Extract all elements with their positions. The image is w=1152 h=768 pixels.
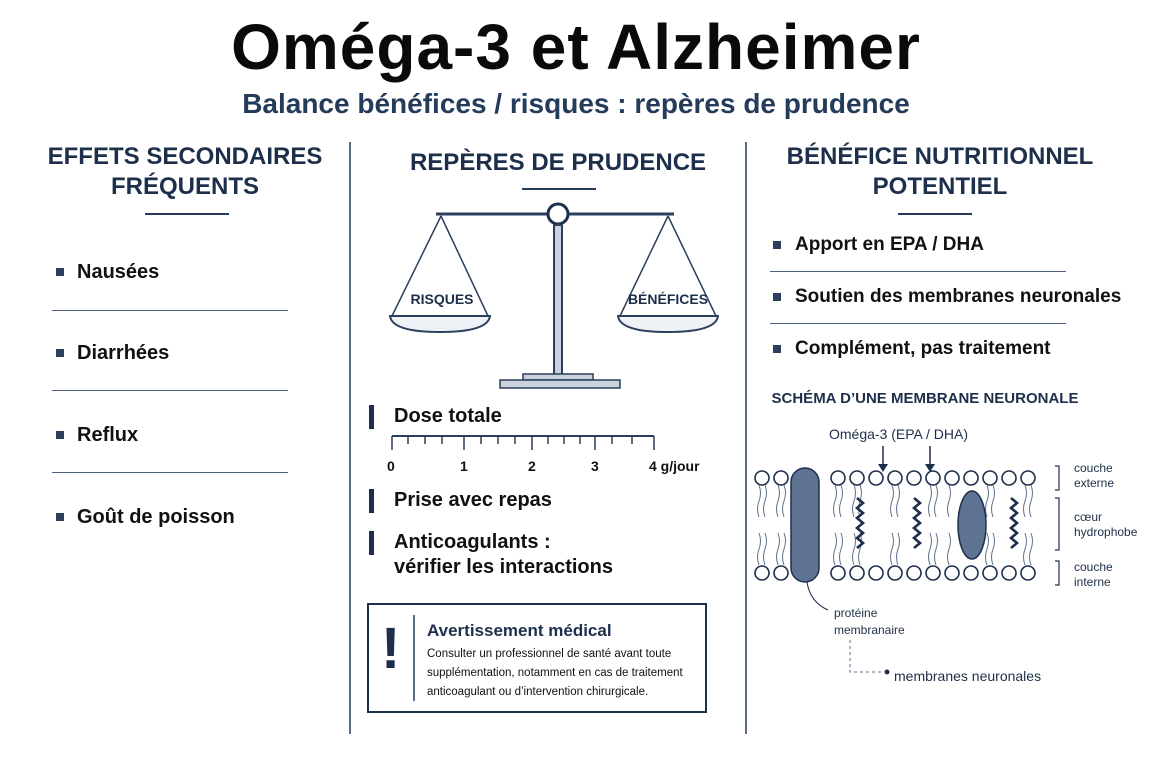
bullet-icon [773,345,781,353]
protein-label-line1: protéine [834,606,878,620]
warning-text-line1: Consulter un professionnel de santé avan… [427,648,672,660]
bullet-icon [773,241,781,249]
page-subtitle: Balance bénéfices / risques : repères de… [242,88,910,119]
side-effect-item: Reflux [77,424,139,446]
outer-layer-label-line2: externe [1074,476,1115,490]
outer-layer-label-line1: couche [1074,461,1113,475]
bullet-icon [56,349,64,357]
section-marker [369,531,374,555]
section-marker [369,405,374,429]
risks-pan-label: RISQUES [410,291,474,307]
bullet-icon [56,513,64,521]
balance-scale-icon [388,202,720,389]
side-effect-item: Nausées [77,261,160,283]
row-divider [770,323,1066,324]
column-divider-left [349,142,351,734]
meals-item: Prise avec repas [394,489,552,511]
bullet-icon [56,431,64,439]
inner-layer-label-line1: couche [1074,560,1113,574]
benefit-heading-line1: BÉNÉFICE NUTRITIONNEL [786,143,1094,170]
dose-tick: 3 [591,458,599,474]
dose-tick: 4 g/jour [649,458,700,474]
benefit-heading: BÉNÉFICE NUTRITIONNEL POTENTIEL [760,142,1120,202]
row-divider [52,310,288,311]
prudence-heading: REPÈRES DE PRUDENCE [409,149,707,176]
medical-warning-box: ! Avertissement médical Consulter un pro… [367,603,707,713]
dose-tick: 2 [528,458,536,474]
side-effect-item: Goût de poisson [77,506,235,528]
omega-label: Oméga-3 (EPA / DHA) [829,426,969,442]
core-label-line1: cœur [1074,510,1102,524]
inner-layer-label-line2: interne [1074,575,1111,589]
row-divider [52,472,288,473]
row-divider [770,271,1066,272]
side-effects-heading: EFFETS SECONDAIRES FRÉQUENTS [40,142,330,202]
protein-label-line2: membranaire [834,623,905,637]
benefit-item: Soutien des membranes neuronales [795,286,1122,307]
bullet-icon [773,293,781,301]
heading-rule [898,213,972,215]
membrane-diagram [754,446,1060,675]
heading-rule [522,188,596,190]
side-effects-heading-line1: EFFETS SECONDAIRES [47,143,323,170]
warning-icon: ! [381,616,401,681]
warning-title: Avertissement médical [427,621,612,640]
benefit-item: Complément, pas traitement [795,338,1051,359]
anticoag-item-line1: Anticoagulants : [394,531,551,553]
row-divider [52,390,288,391]
heading-rule [145,213,229,215]
warning-text-line2: supplémentation, notamment en cas de tra… [427,667,683,679]
anticoag-item-line2: vérifier les interactions [394,556,613,578]
bullet-icon [56,268,64,276]
section-marker [369,489,374,513]
membrane-schema-title: SCHÉMA D’UNE MEMBRANE NEURONALE [771,390,1079,407]
benefit-heading-line2: POTENTIEL [872,173,1008,200]
dose-tick: 1 [460,458,468,474]
membranes-label: membranes neuronales [894,668,1042,684]
side-effects-heading-line2: FRÉQUENTS [110,173,259,200]
page-title: Oméga-3 et Alzheimer [231,11,921,83]
dose-label: Dose totale [394,405,502,427]
benefits-pan-label: BÉNÉFICES [627,291,709,307]
dose-tick: 0 [387,458,395,474]
warning-divider [413,615,415,701]
column-divider-right [745,142,747,734]
warning-text-line3: anticoagulant ou d’intervention chirurgi… [427,686,649,698]
core-label-line2: hydrophobe [1074,525,1138,539]
dose-scale [391,435,655,450]
benefit-item: Apport en EPA / DHA [795,234,984,255]
side-effect-item: Diarrhées [77,342,170,364]
